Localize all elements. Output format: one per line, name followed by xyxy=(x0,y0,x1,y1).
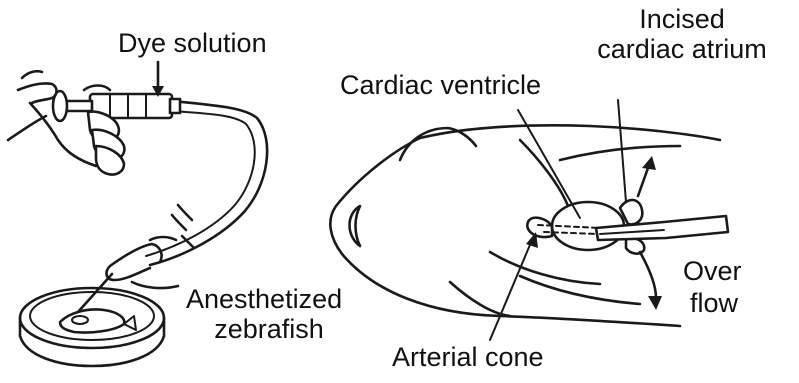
label-anesthetized-line2: zebrafish xyxy=(186,314,352,345)
hand-holding-syringe xyxy=(8,71,124,174)
fish-head-bump xyxy=(400,128,476,160)
label-overflow-line2: flow xyxy=(690,288,738,319)
label-cardiac-ventricle: Cardiac ventricle xyxy=(340,70,541,101)
label-incised-atrium-line2: cardiac atrium xyxy=(582,34,782,65)
label-overflow-line1: Over xyxy=(683,256,742,287)
label-anesthetized-line1: Anesthetized xyxy=(186,284,342,315)
gill-line-1 xyxy=(490,252,600,284)
pectoral-fin-lower xyxy=(520,276,640,304)
label-dye-solution: Dye solution xyxy=(118,28,267,59)
zebrafish-in-dish xyxy=(60,310,136,333)
heart xyxy=(527,200,728,254)
fish-dorsal-line xyxy=(420,125,720,140)
operculum-line xyxy=(520,140,568,206)
right-panel-illustration xyxy=(330,125,728,326)
atrium-pointer xyxy=(618,100,626,202)
overflow-arrow-down xyxy=(640,252,662,310)
overflow-arrow-up xyxy=(638,156,656,196)
hand-holding-needle xyxy=(70,205,194,320)
lower-body-line xyxy=(450,282,510,316)
label-incised-atrium-line1: Incised xyxy=(582,4,782,35)
gill-line-2 xyxy=(560,146,680,160)
tubing-inner-edge xyxy=(146,111,255,256)
label-arterial-cone: Arterial cone xyxy=(392,342,544,373)
fish-eye xyxy=(350,206,361,246)
tubing xyxy=(150,101,267,265)
arterial-cone-shape xyxy=(527,218,552,237)
dye-solution-arrow xyxy=(152,62,164,97)
syringe xyxy=(53,91,180,121)
